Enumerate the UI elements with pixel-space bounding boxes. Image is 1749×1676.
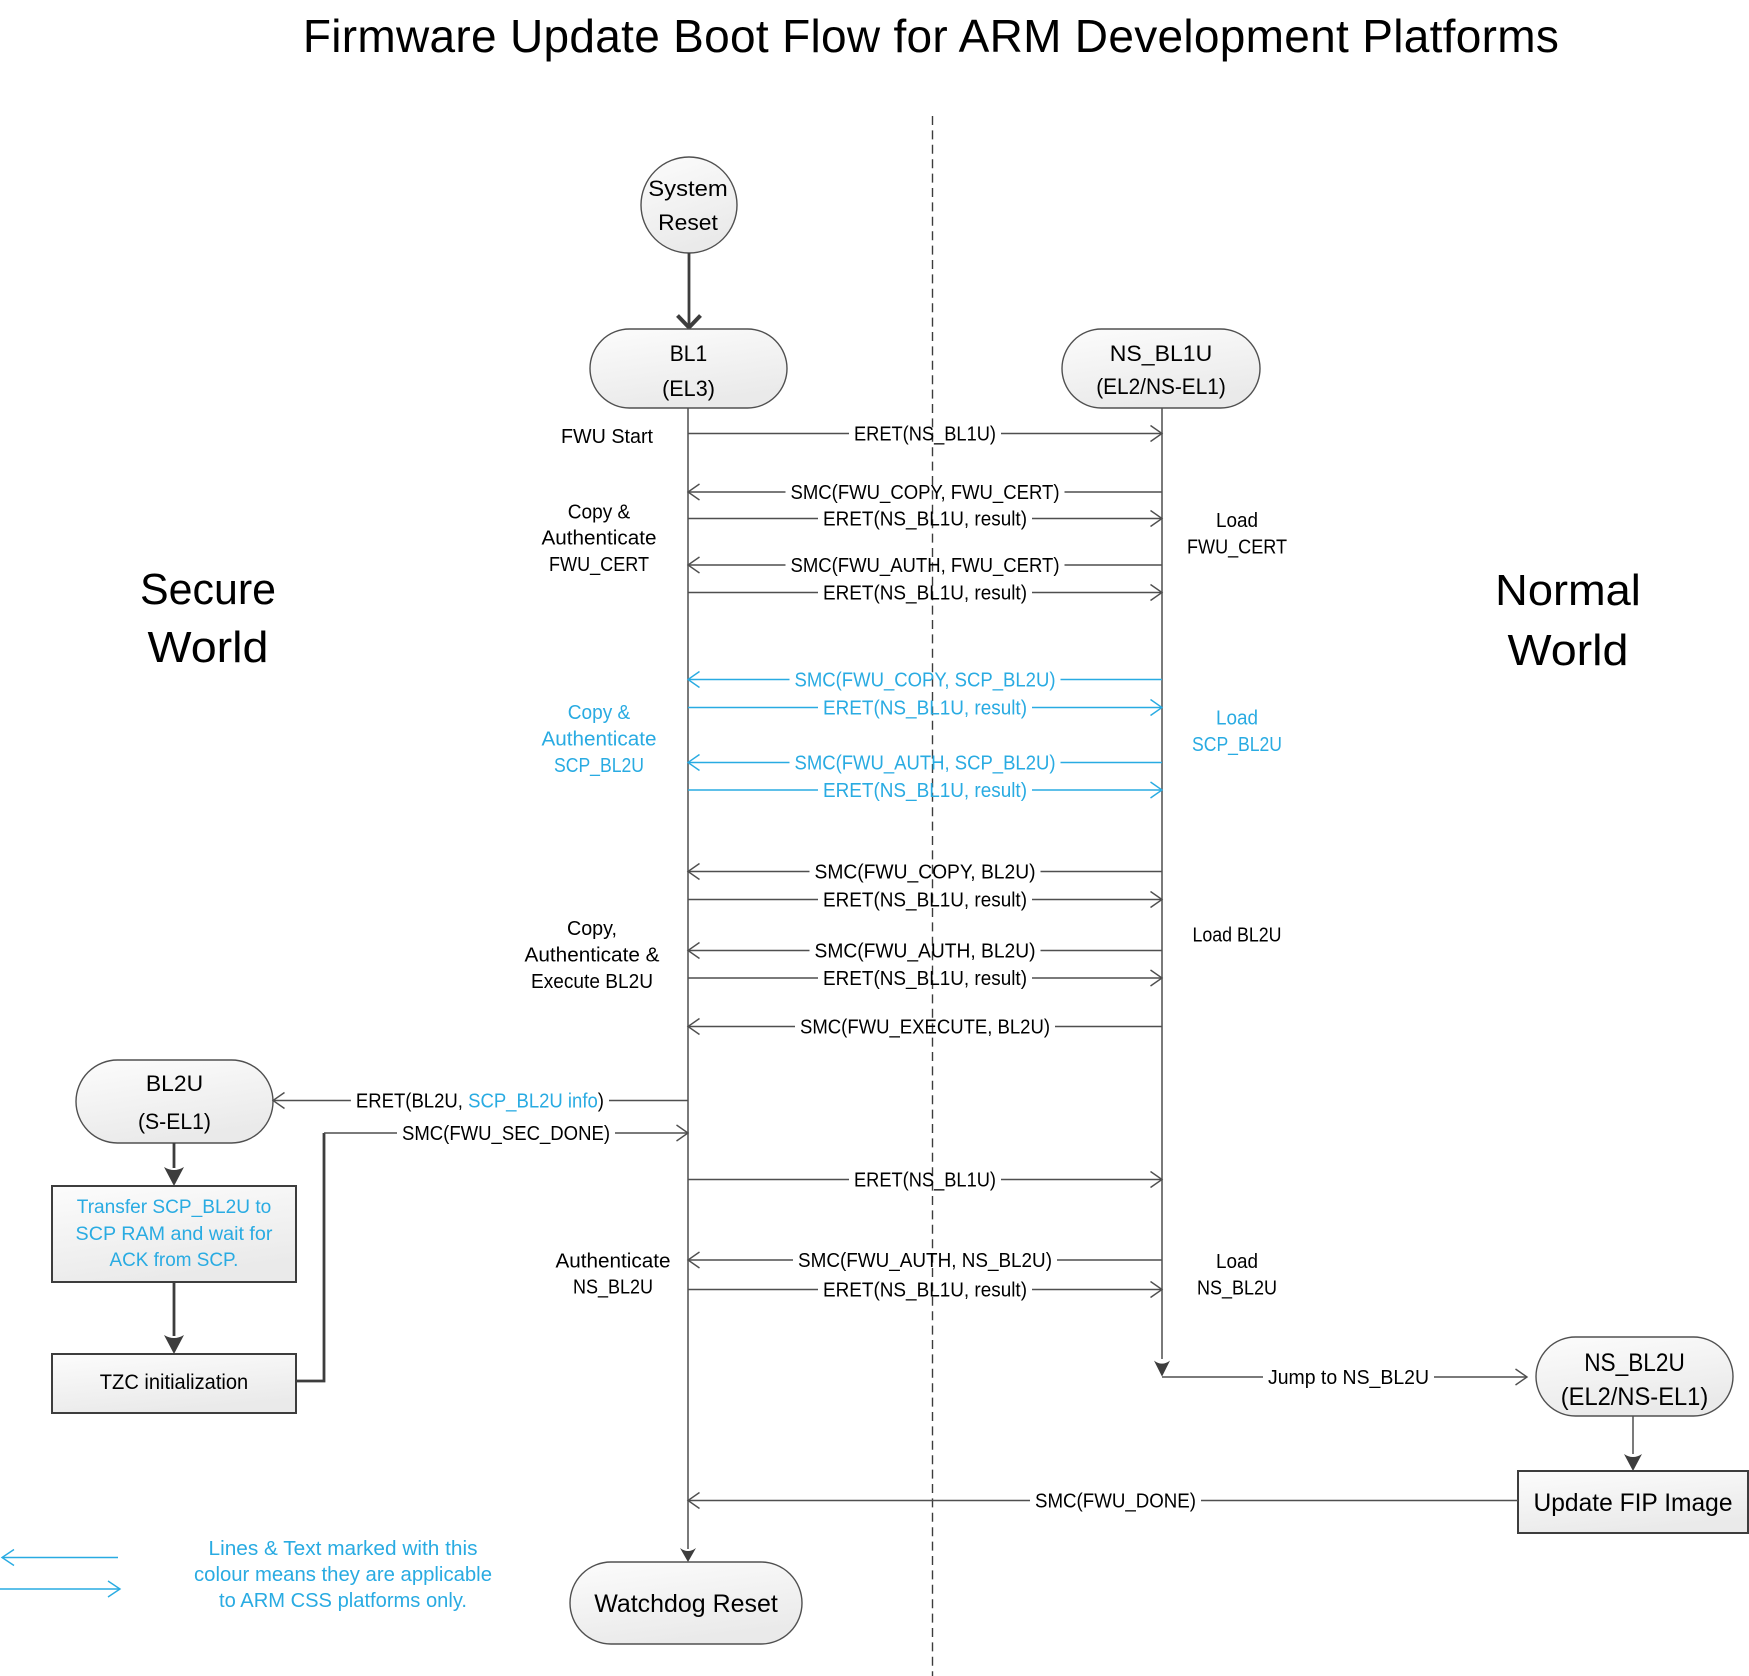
svg-text:Authenticate &: Authenticate & — [525, 945, 661, 967]
svg-text:SMC(FWU_COPY, SCP_BL2U): SMC(FWU_COPY, SCP_BL2U) — [795, 670, 1056, 692]
svg-text:SCP_BL2U: SCP_BL2U — [1192, 734, 1282, 756]
svg-text:Execute BL2U: Execute BL2U — [531, 971, 653, 993]
svg-text:Copy &: Copy & — [568, 702, 631, 724]
svg-text:NS_BL1U: NS_BL1U — [1110, 341, 1213, 366]
svg-text:Load: Load — [1216, 1251, 1258, 1273]
svg-text:Secure: Secure — [140, 565, 276, 614]
svg-text:World: World — [1508, 626, 1629, 675]
svg-text:BL1: BL1 — [670, 341, 708, 366]
svg-text:to ARM CSS platforms only.: to ARM CSS platforms only. — [219, 1590, 467, 1612]
svg-text:Watchdog Reset: Watchdog Reset — [594, 1590, 778, 1618]
svg-text:SMC(FWU_SEC_DONE): SMC(FWU_SEC_DONE) — [402, 1123, 610, 1145]
svg-text:Copy,: Copy, — [567, 918, 617, 940]
svg-text:): ) — [598, 1091, 604, 1113]
svg-text:NS_BL2U: NS_BL2U — [573, 1277, 653, 1299]
svg-text:(S-EL1): (S-EL1) — [138, 1109, 211, 1134]
svg-text:ERET(NS_BL1U, result): ERET(NS_BL1U, result) — [823, 583, 1027, 605]
svg-text:FWU_CERT: FWU_CERT — [1187, 537, 1287, 559]
svg-text:SCP_BL2U info: SCP_BL2U info — [468, 1091, 598, 1113]
svg-text:Load BL2U: Load BL2U — [1193, 925, 1282, 947]
svg-text:BL2U: BL2U — [146, 1071, 203, 1096]
svg-text:SMC(FWU_COPY, BL2U): SMC(FWU_COPY, BL2U) — [815, 862, 1036, 884]
svg-text:(EL2/NS-EL1): (EL2/NS-EL1) — [1096, 374, 1226, 399]
svg-text:ERET(BL2U,: ERET(BL2U, — [356, 1091, 468, 1113]
svg-text:Transfer SCP_BL2U to: Transfer SCP_BL2U to — [77, 1197, 272, 1218]
svg-text:SCP RAM and wait for: SCP RAM and wait for — [76, 1224, 274, 1245]
svg-text:SMC(FWU_AUTH, NS_BL2U): SMC(FWU_AUTH, NS_BL2U) — [798, 1250, 1052, 1272]
svg-text:ERET(NS_BL1U, result): ERET(NS_BL1U, result) — [823, 968, 1027, 990]
svg-text:Authenticate: Authenticate — [542, 528, 657, 550]
svg-text:SMC(FWU_AUTH, SCP_BL2U): SMC(FWU_AUTH, SCP_BL2U) — [795, 753, 1056, 775]
svg-text:ERET(NS_BL1U, result): ERET(NS_BL1U, result) — [823, 780, 1027, 802]
svg-text:colour means they are applicab: colour means they are applicable — [194, 1564, 492, 1586]
svg-text:Firmware Update Boot Flow for: Firmware Update Boot Flow for ARM Develo… — [303, 10, 1559, 62]
svg-text:World: World — [148, 623, 269, 672]
svg-text:SMC(FWU_AUTH, FWU_CERT): SMC(FWU_AUTH, FWU_CERT) — [791, 555, 1060, 577]
svg-text:System: System — [648, 176, 728, 201]
svg-text:(EL2/NS-EL1): (EL2/NS-EL1) — [1561, 1383, 1709, 1411]
svg-text:FWU Start: FWU Start — [561, 426, 653, 448]
svg-text:Reset: Reset — [658, 210, 718, 235]
svg-text:SMC(FWU_COPY, FWU_CERT): SMC(FWU_COPY, FWU_CERT) — [791, 482, 1060, 504]
svg-text:SCP_BL2U: SCP_BL2U — [554, 755, 644, 777]
svg-text:ERET(NS_BL1U): ERET(NS_BL1U) — [854, 1170, 996, 1192]
svg-text:Lines & Text marked with this: Lines & Text marked with this — [209, 1538, 478, 1560]
svg-text:ERET(NS_BL1U, result): ERET(NS_BL1U, result) — [823, 1280, 1027, 1302]
svg-text:ERET(NS_BL1U): ERET(NS_BL1U) — [854, 424, 996, 446]
svg-text:Load: Load — [1216, 510, 1258, 532]
svg-text:Jump to NS_BL2U: Jump to NS_BL2U — [1268, 1367, 1429, 1389]
svg-text:SMC(FWU_DONE): SMC(FWU_DONE) — [1035, 1491, 1196, 1513]
svg-text:SMC(FWU_AUTH, BL2U): SMC(FWU_AUTH, BL2U) — [815, 941, 1036, 963]
svg-text:ERET(NS_BL1U, result): ERET(NS_BL1U, result) — [823, 509, 1027, 531]
svg-text:ERET(NS_BL1U, result): ERET(NS_BL1U, result) — [823, 698, 1027, 720]
svg-text:Update FIP Image: Update FIP Image — [1534, 1489, 1733, 1517]
svg-text:Normal: Normal — [1495, 566, 1641, 615]
svg-text:NS_BL2U: NS_BL2U — [1197, 1278, 1277, 1300]
svg-text:ERET(NS_BL1U, result): ERET(NS_BL1U, result) — [823, 890, 1027, 912]
svg-text:Load: Load — [1216, 708, 1258, 730]
svg-text:FWU_CERT: FWU_CERT — [549, 554, 649, 576]
svg-text:NS_BL2U: NS_BL2U — [1584, 1349, 1685, 1377]
svg-text:Copy &: Copy & — [568, 502, 631, 524]
svg-text:SMC(FWU_EXECUTE, BL2U): SMC(FWU_EXECUTE, BL2U) — [800, 1017, 1050, 1039]
svg-text:TZC initialization: TZC initialization — [100, 1371, 248, 1394]
svg-text:ACK from SCP.: ACK from SCP. — [110, 1250, 239, 1271]
svg-text:Authenticate: Authenticate — [556, 1251, 671, 1273]
svg-text:Authenticate: Authenticate — [542, 729, 657, 751]
svg-text:(EL3): (EL3) — [662, 376, 715, 401]
